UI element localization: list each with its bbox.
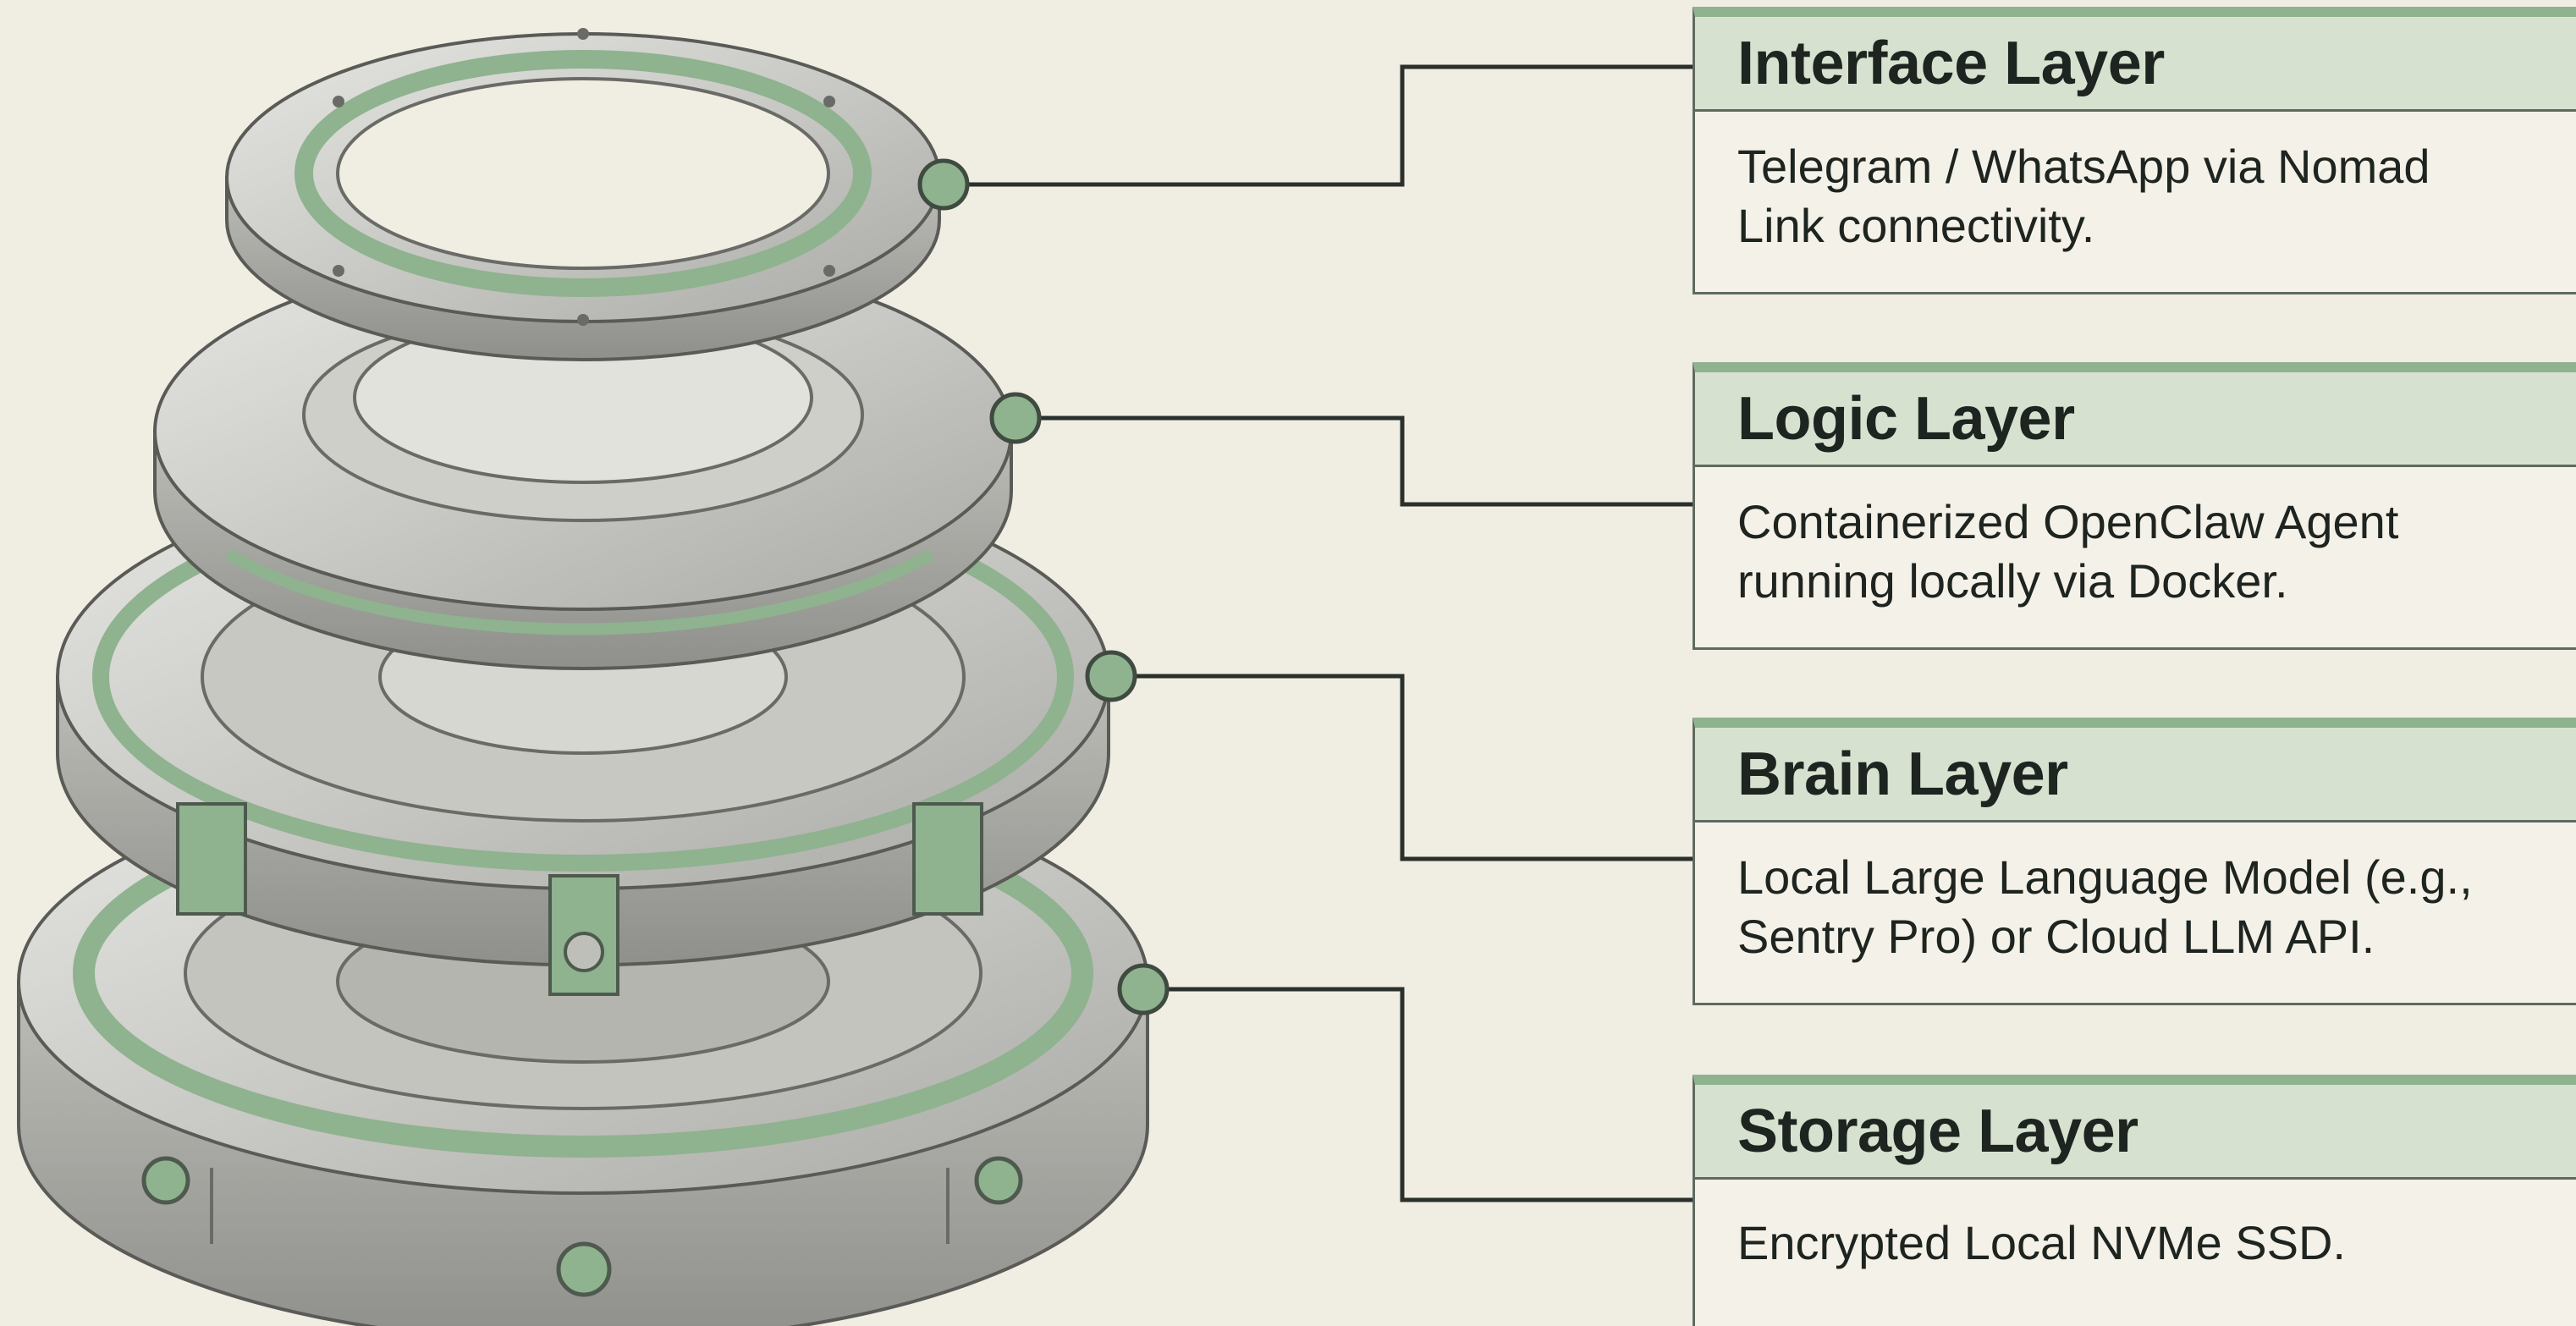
storage-layer-card: Storage Layer Encrypted Local NVMe SSD.: [1693, 1075, 2576, 1326]
interface-layer-title: Interface Layer: [1737, 29, 2165, 97]
interface-layer-card: Interface Layer Telegram / WhatsApp via …: [1693, 7, 2576, 294]
interface-layer-description: Telegram / WhatsApp via Nomad Link conne…: [1737, 140, 2430, 252]
callout-logic: [989, 392, 1693, 507]
logic-layer-card: Logic Layer Containerized OpenClaw Agent…: [1693, 362, 2576, 650]
logic-layer-description: Containerized OpenClaw Agent running loc…: [1737, 495, 2399, 608]
callout-storage: [1117, 963, 1693, 1202]
callout-dot-logic: [989, 392, 1042, 444]
interface-disc: [225, 28, 941, 361]
logic-layer-header: Logic Layer: [1695, 372, 2576, 467]
logic-disc: [153, 252, 1013, 670]
brain-layer-description: Local Large Language Model (e.g., Sentry…: [1737, 850, 2473, 963]
brain-layer-card: Brain Layer Local Large Language Model (…: [1693, 718, 2576, 1005]
callout-interface: [917, 64, 1693, 211]
interface-layer-header: Interface Layer: [1695, 17, 2576, 112]
callout-dot-storage: [1117, 963, 1170, 1015]
brain-layer-header: Brain Layer: [1695, 728, 2576, 823]
logic-layer-title: Logic Layer: [1737, 384, 2075, 453]
callout-dot-brain: [1085, 650, 1137, 702]
storage-layer-header: Storage Layer: [1695, 1085, 2576, 1180]
callout-brain: [1085, 650, 1693, 861]
callout-dot-interface: [917, 158, 970, 211]
storage-layer-description: Encrypted Local NVMe SSD.: [1737, 1216, 2346, 1269]
brain-layer-title: Brain Layer: [1737, 740, 2068, 808]
storage-layer-title: Storage Layer: [1737, 1097, 2138, 1165]
